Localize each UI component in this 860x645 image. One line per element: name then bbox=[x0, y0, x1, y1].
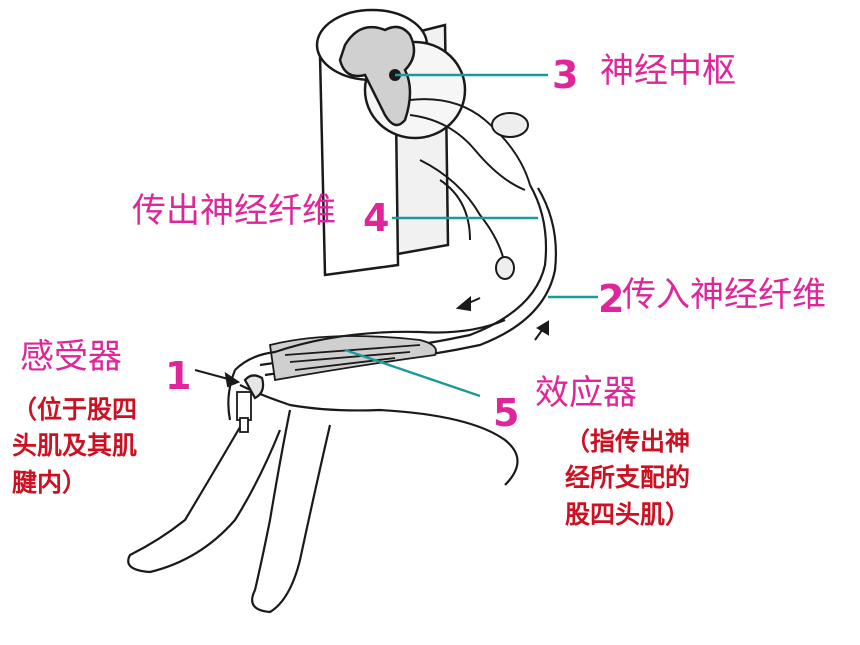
leg-outline bbox=[127, 318, 519, 614]
pointer-lines bbox=[344, 73, 598, 398]
label-number-efferent: 4 bbox=[363, 196, 390, 240]
label-receptor: 感受器 bbox=[20, 337, 122, 377]
effector-note-line: 股四头肌） bbox=[565, 499, 691, 529]
quadriceps-muscle bbox=[268, 335, 437, 382]
label-number-center: 3 bbox=[552, 53, 579, 97]
label-nerve-center: 神经中枢 bbox=[600, 51, 736, 91]
label-afferent-fiber: 传入神经纤维 bbox=[622, 275, 826, 315]
receptor-note-line: （位于股四 bbox=[12, 395, 138, 424]
pointer-effector bbox=[344, 348, 481, 398]
impulse-arrows bbox=[194, 295, 549, 388]
effector-note-line: 经所支配的 bbox=[565, 463, 691, 493]
label-number-afferent: 2 bbox=[598, 277, 625, 321]
label-number-receptor: 1 bbox=[165, 354, 192, 398]
receptor-note-line: 腱内） bbox=[12, 467, 88, 497]
label-number-effector: 5 bbox=[493, 391, 520, 435]
spinal-cord bbox=[315, 8, 467, 277]
nerve-roots bbox=[409, 98, 531, 280]
effector-note-line: （指传出神 bbox=[565, 427, 691, 456]
receptor-note-line: 头肌及其肌 bbox=[12, 431, 138, 461]
receptor-note: （位于股四 头肌及其肌 腱内） bbox=[12, 392, 192, 501]
effector-note: （指传出神 经所支配的 股四头肌） bbox=[565, 424, 755, 533]
reflex-hammer bbox=[236, 391, 252, 433]
label-effector: 效应器 bbox=[535, 373, 637, 413]
label-efferent-fiber: 传出神经纤维 bbox=[132, 191, 336, 231]
